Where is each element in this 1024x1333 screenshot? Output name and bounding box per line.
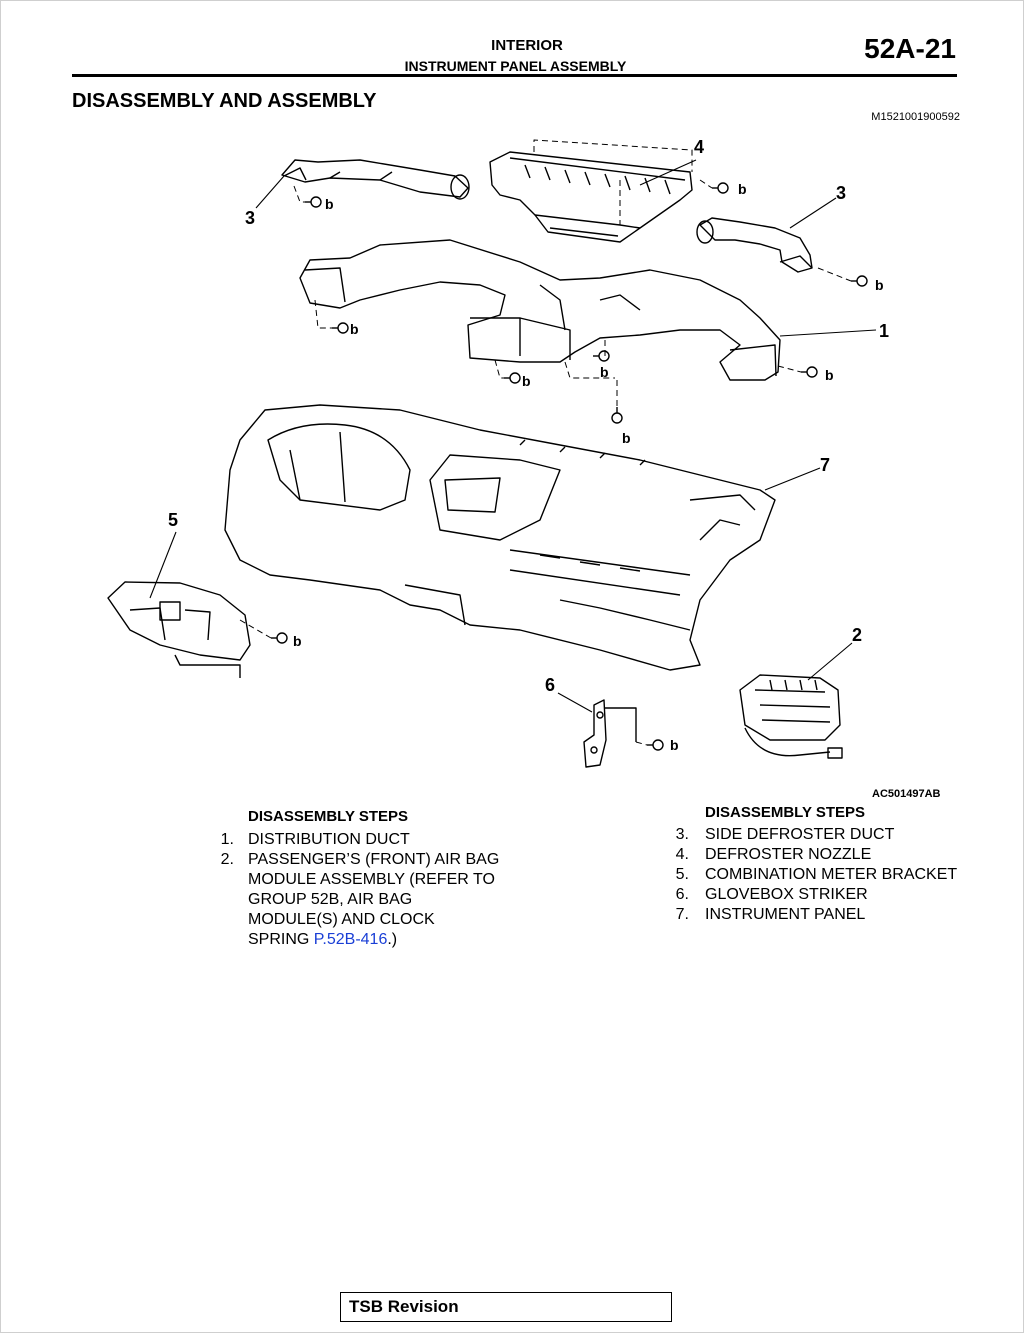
doc-code: M1521001900592 xyxy=(871,111,960,123)
step-text: SPRING xyxy=(248,931,314,948)
distribution-duct xyxy=(299,239,781,381)
passenger-air-bag-module xyxy=(739,674,843,759)
step-text: SIDE DEFROSTER DUCT xyxy=(705,826,895,843)
header-rule xyxy=(72,74,957,77)
step-number: 6. xyxy=(675,886,689,903)
step-text: MODULE ASSEMBLY (REFER TO xyxy=(248,871,495,888)
callout-5: 5 xyxy=(168,510,178,530)
callout-2: 2 xyxy=(852,625,862,645)
step-text: COMBINATION METER BRACKET xyxy=(705,866,958,883)
header-section: INTERIOR xyxy=(491,37,563,54)
callout-4: 4 xyxy=(694,137,704,157)
page-number: 52A-21 xyxy=(864,33,956,64)
step-number: 1. xyxy=(220,831,234,848)
step-number: 5. xyxy=(675,866,689,883)
defroster-nozzle xyxy=(489,151,693,243)
step-number: 3. xyxy=(675,826,689,843)
callout-1: 1 xyxy=(879,321,889,341)
page-title: DISASSEMBLY AND ASSEMBLY xyxy=(72,90,377,112)
steps-heading: DISASSEMBLY STEPS xyxy=(248,808,409,825)
fastener-label: b xyxy=(670,737,679,753)
fastener-label: b xyxy=(622,430,631,446)
step-text: INSTRUMENT PANEL xyxy=(705,906,866,923)
callout-6: 6 xyxy=(545,675,555,695)
callout-7: 7 xyxy=(820,455,830,475)
step-text: MODULE(S) AND CLOCK xyxy=(248,911,435,928)
fastener-label: b xyxy=(875,277,884,293)
step-text: .) xyxy=(387,931,398,948)
step-text: DEFROSTER NOZZLE xyxy=(705,846,872,863)
fastener-label: b xyxy=(738,181,747,197)
fastener-label: b xyxy=(325,196,334,212)
step-text: GROUP 52B, AIR BAG xyxy=(248,891,413,908)
step-text: PASSENGER’S (FRONT) AIR BAG xyxy=(248,851,500,868)
fastener-label: b xyxy=(825,367,834,383)
assembly-dashed-lines xyxy=(239,139,852,746)
side-defroster-duct-left xyxy=(281,159,470,200)
callout-leader-lines xyxy=(149,159,877,713)
tsb-revision-label: TSB Revision xyxy=(349,1297,459,1316)
steps-heading: DISASSEMBLY STEPS xyxy=(705,804,866,821)
step-text: GLOVEBOX STRIKER xyxy=(705,886,868,903)
figure-code: AC501497AB xyxy=(872,788,941,800)
header-subsection: INSTRUMENT PANEL ASSEMBLY xyxy=(404,58,627,74)
fastener-label: b xyxy=(600,364,609,380)
step-text: DISTRIBUTION DUCT xyxy=(248,831,410,848)
step-number: 7. xyxy=(675,906,689,923)
fastener-label: b xyxy=(350,321,359,337)
fastener-screws xyxy=(271,182,868,751)
reference-link[interactable]: P.52B-416 xyxy=(313,931,388,948)
instrument-panel xyxy=(224,404,776,671)
callout-3-right: 3 xyxy=(836,183,846,203)
step-number: 2. xyxy=(220,851,234,868)
step-text-with-link: SPRING P.52B-416.) xyxy=(248,930,397,950)
exploded-view-diagram: 3 4 3 1 7 5 2 6 b b b b b b b b b b xyxy=(107,137,889,768)
tsb-revision-box xyxy=(340,1292,672,1322)
step-number: 4. xyxy=(675,846,689,863)
glovebox-striker xyxy=(583,699,637,768)
fastener-label: b xyxy=(522,373,531,389)
callout-3-left: 3 xyxy=(245,208,255,228)
combination-meter-bracket xyxy=(107,581,251,678)
side-defroster-duct-right xyxy=(696,217,813,273)
fastener-label: b xyxy=(293,633,302,649)
